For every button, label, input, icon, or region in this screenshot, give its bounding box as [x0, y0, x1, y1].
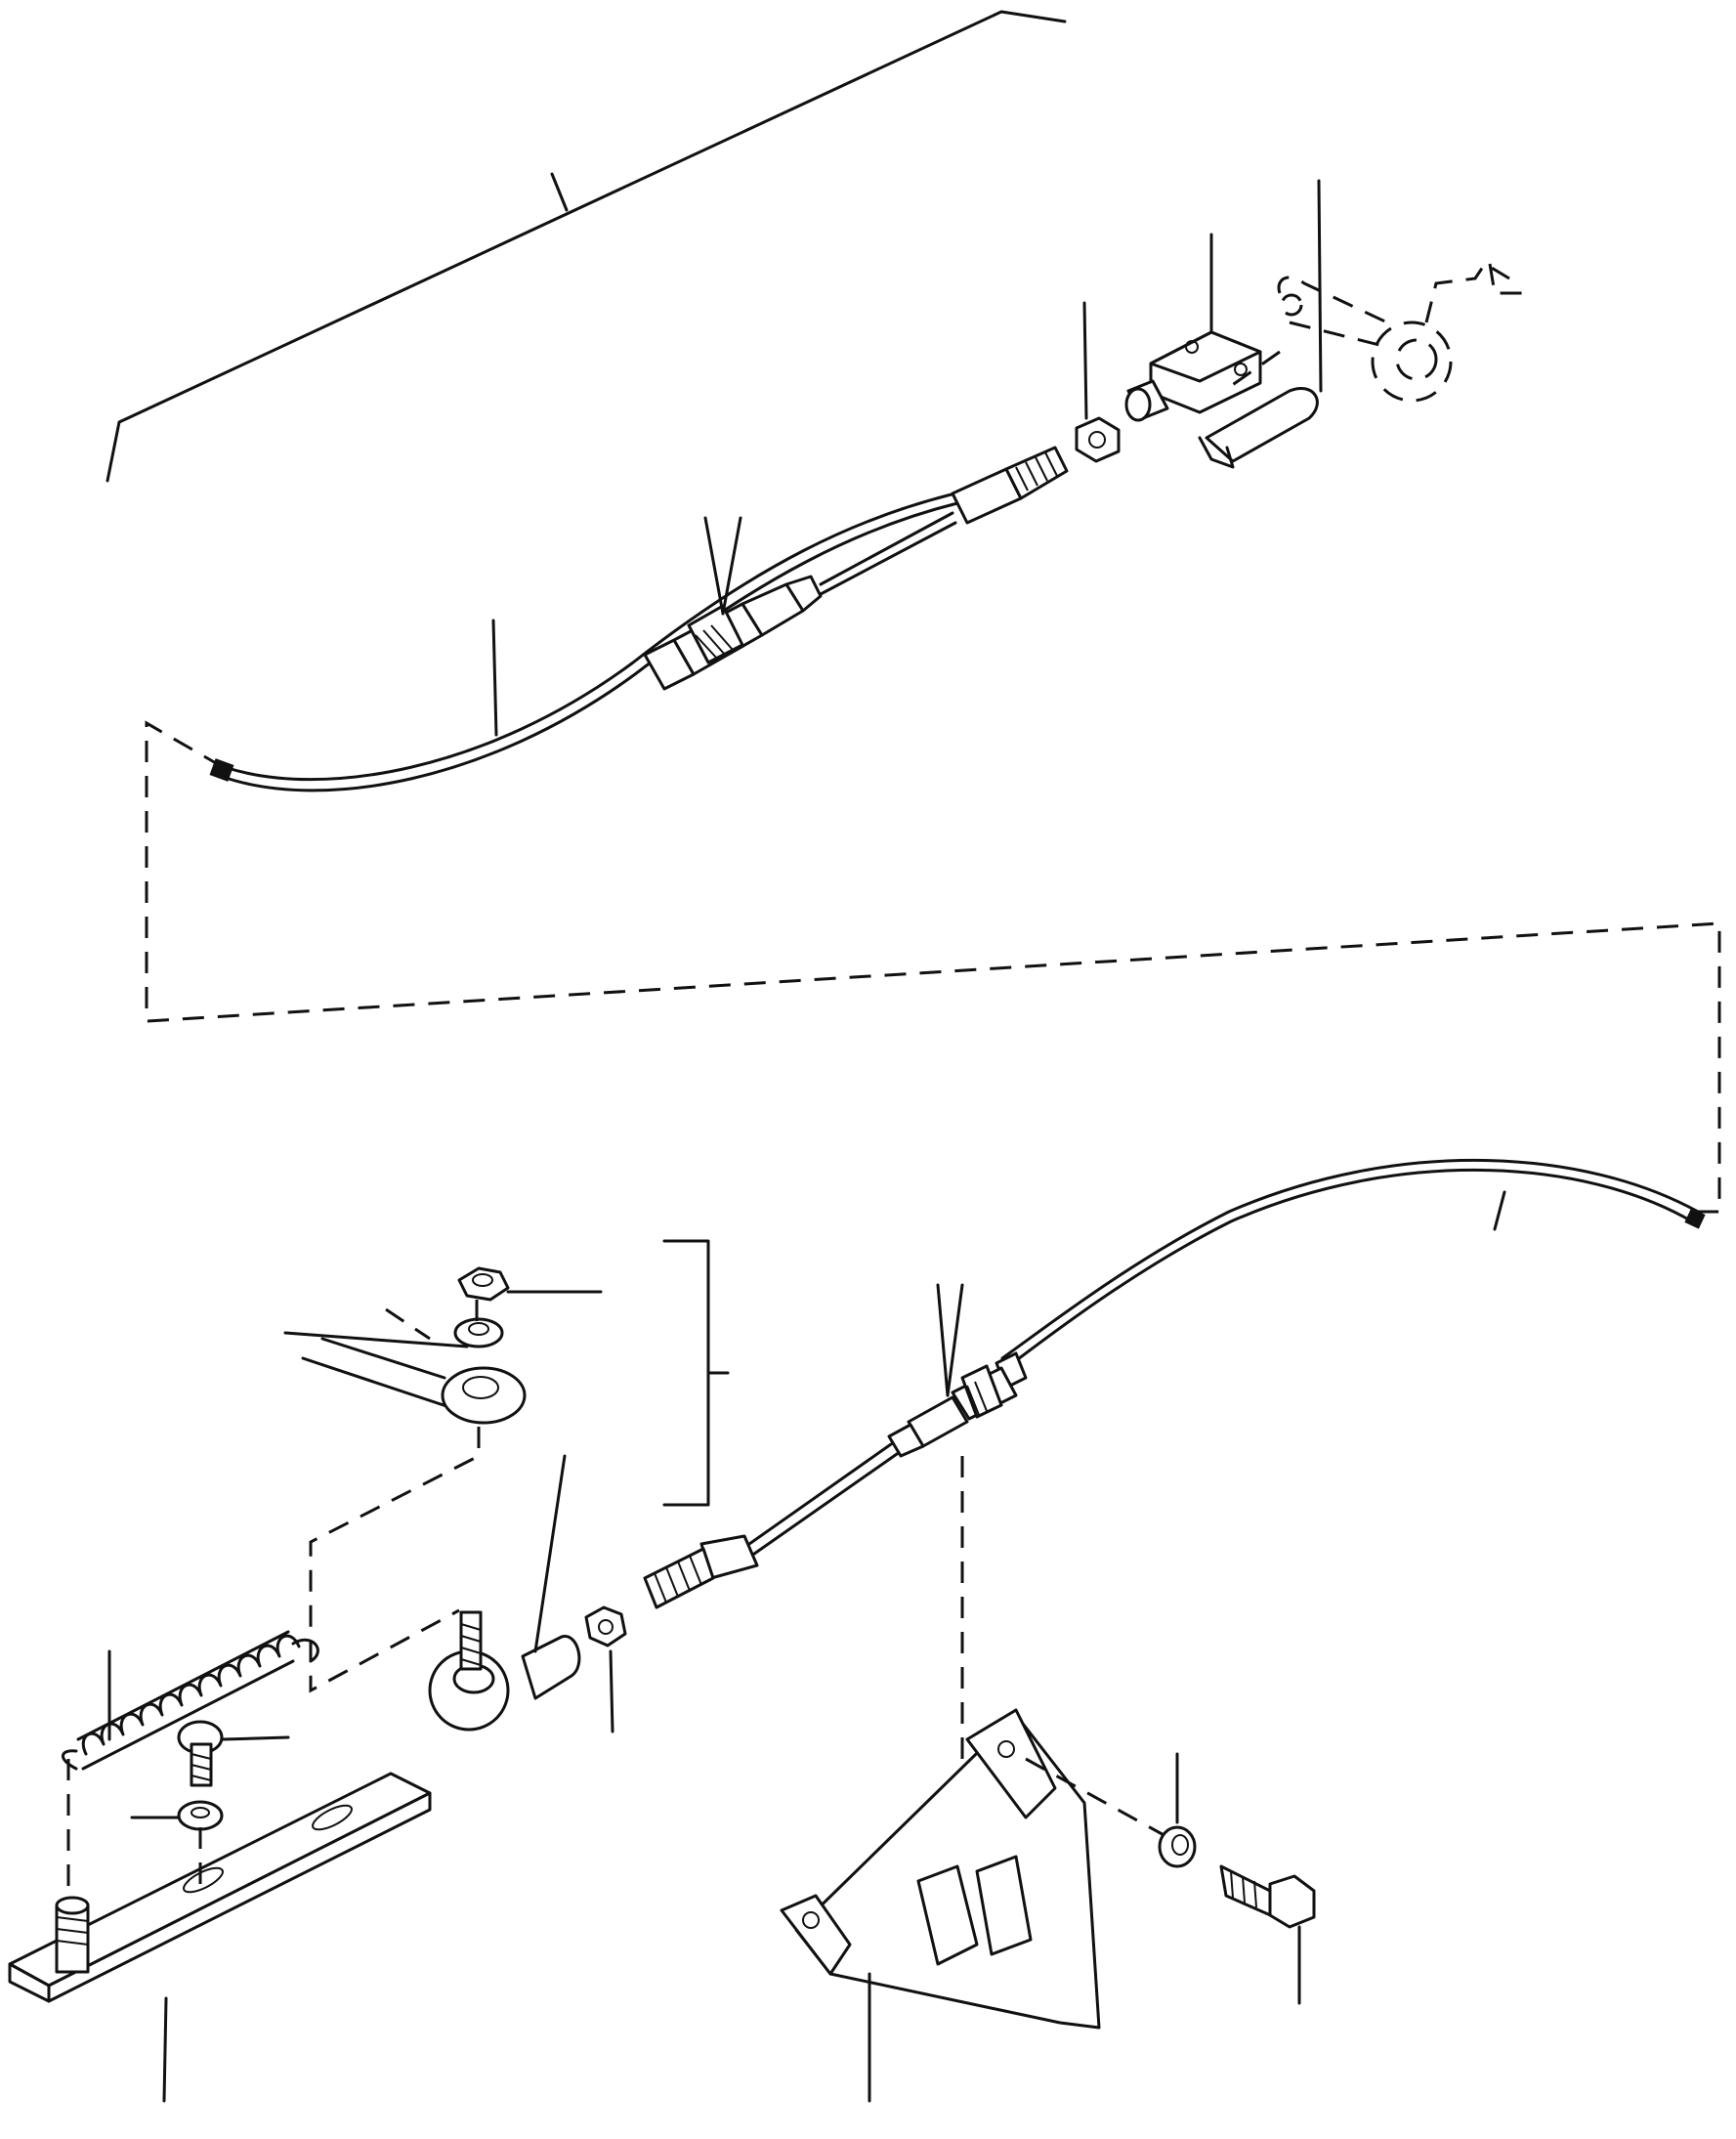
retaining-clip	[1198, 179, 1323, 469]
lower-assembly-bracket	[662, 1239, 730, 1507]
bracket-washer	[1158, 1752, 1197, 1868]
lower-cable	[1000, 1158, 1706, 1370]
upper-inner-wire	[819, 446, 1069, 596]
lever-arm	[283, 1307, 527, 1425]
base-plate	[8, 1759, 432, 2103]
upper-nut	[1075, 301, 1121, 463]
lower-cable-adjuster	[887, 1283, 1028, 1458]
lever-nut	[457, 1266, 603, 1321]
plate-washer	[130, 1800, 224, 1831]
upper-cable-adjuster	[643, 516, 823, 691]
throttle-lever-outline	[1230, 261, 1529, 403]
base-plate-stud	[55, 1896, 90, 1974]
lever-spring-connection	[309, 1427, 481, 1693]
assembly-bracket-top	[106, 10, 1067, 483]
lower-nut	[584, 1605, 627, 1733]
mounting-bracket	[780, 1456, 1168, 2103]
bracket-bolt	[1219, 1864, 1316, 2005]
cable-connection-path	[145, 720, 1721, 1214]
lever-washer	[453, 1317, 504, 1348]
return-spring	[62, 1630, 319, 1771]
lower-inner-wire	[643, 1442, 899, 1609]
ball-socket	[428, 1454, 581, 1732]
mounting-bolt-small	[177, 1720, 290, 1787]
upper-cable	[209, 492, 959, 792]
clevis-fork	[1124, 233, 1262, 422]
